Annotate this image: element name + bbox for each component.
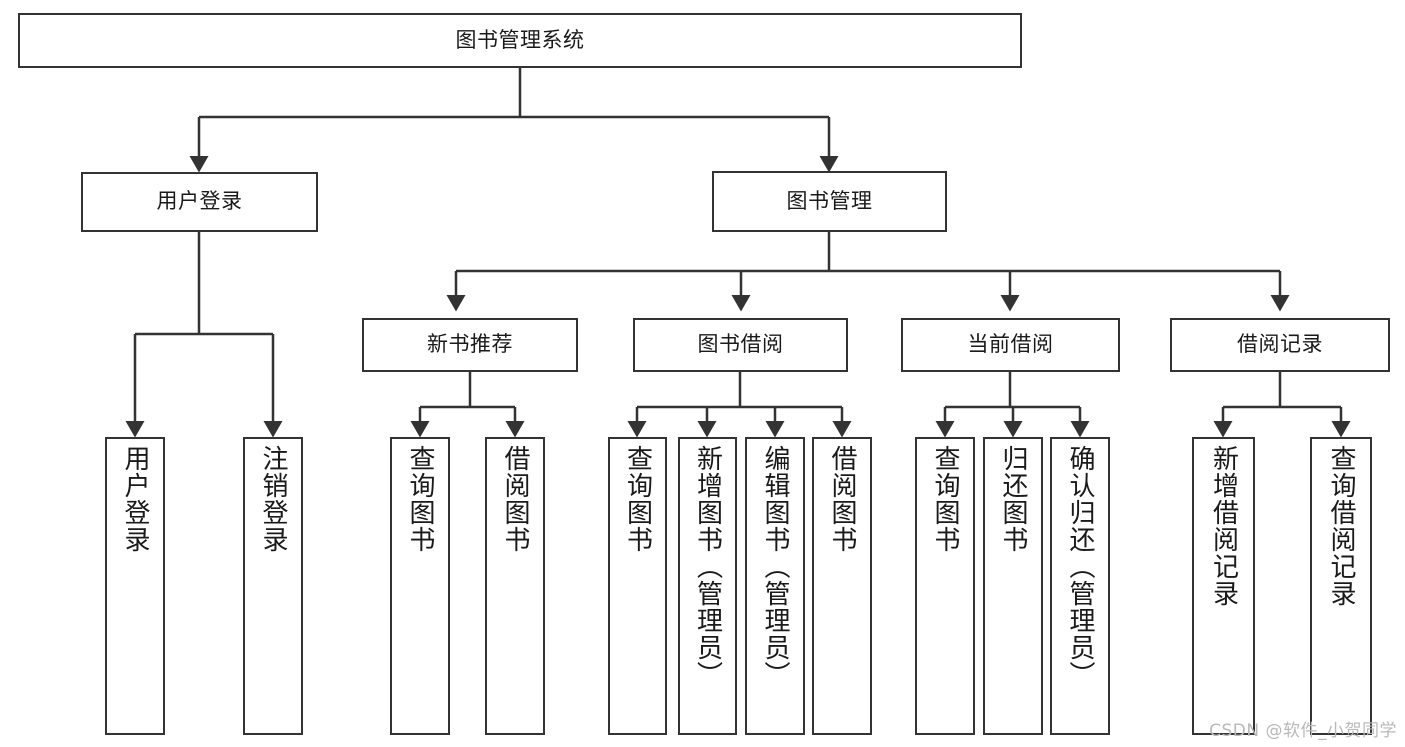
leaf-logout-label: 注销登录 <box>258 445 288 553</box>
edge-group-current-borrow <box>935 372 1090 438</box>
node-book-manage-label: 图书管理 <box>786 188 873 213</box>
leaf-new-book-query-label: 查询图书 <box>405 445 435 553</box>
leaf-logout[interactable]: 注销登录 <box>243 437 303 735</box>
node-book-manage[interactable]: 图书管理 <box>712 171 947 232</box>
leaf-query-borrow-record-label: 查询借阅记录 <box>1326 445 1356 607</box>
leaf-return-book[interactable]: 归还图书 <box>983 437 1043 735</box>
node-root[interactable]: 图书管理系统 <box>18 13 1022 68</box>
edge-group-borrow-record <box>1213 372 1351 438</box>
edge-group-root <box>189 68 839 173</box>
node-root-label: 图书管理系统 <box>455 27 585 52</box>
edge-group-book-manage <box>446 232 1290 312</box>
leaf-new-book-query[interactable]: 查询图书 <box>390 437 450 735</box>
leaf-add-book-admin-label: 新增图书（管理员） <box>692 445 723 688</box>
leaf-borrow-book[interactable]: 借阅图书 <box>812 437 872 735</box>
leaf-edit-book-admin[interactable]: 编辑图书（管理员） <box>745 437 805 735</box>
leaf-borrow-book-label: 借阅图书 <box>827 445 857 553</box>
leaf-borrow-query-book[interactable]: 查询图书 <box>608 437 667 735</box>
edge-group-book-borrow <box>627 372 852 438</box>
leaf-user-login-label: 用户登录 <box>120 445 150 553</box>
leaf-user-login[interactable]: 用户登录 <box>105 437 165 735</box>
leaf-add-borrow-record[interactable]: 新增借阅记录 <box>1192 437 1255 735</box>
node-book-borrow[interactable]: 图书借阅 <box>633 318 848 372</box>
edge-group-user-login <box>125 232 283 438</box>
leaf-current-query-book-label: 查询图书 <box>930 445 960 553</box>
leaf-new-book-borrow[interactable]: 借阅图书 <box>485 437 545 735</box>
leaf-query-borrow-record[interactable]: 查询借阅记录 <box>1310 437 1372 735</box>
leaf-return-book-label: 归还图书 <box>998 445 1028 553</box>
leaf-add-book-admin[interactable]: 新增图书（管理员） <box>678 437 737 735</box>
edge-group-new-book <box>410 372 525 438</box>
leaf-current-query-book[interactable]: 查询图书 <box>915 437 975 735</box>
node-current-borrow-label: 当前借阅 <box>967 332 1054 357</box>
leaf-confirm-return-admin-label: 确认归还（管理员） <box>1065 445 1095 688</box>
leaf-borrow-query-book-label: 查询图书 <box>622 445 653 553</box>
node-user-login-label: 用户登录 <box>156 189 243 214</box>
node-new-book-recommend[interactable]: 新书推荐 <box>362 318 578 372</box>
node-borrow-record[interactable]: 借阅记录 <box>1170 318 1390 372</box>
leaf-new-book-borrow-label: 借阅图书 <box>500 445 530 553</box>
leaf-confirm-return-admin[interactable]: 确认归还（管理员） <box>1050 437 1110 735</box>
node-current-borrow[interactable]: 当前借阅 <box>901 318 1120 372</box>
node-new-book-recommend-label: 新书推荐 <box>427 332 513 357</box>
node-book-borrow-label: 图书借阅 <box>697 332 784 357</box>
node-user-login[interactable]: 用户登录 <box>81 172 318 232</box>
watermark-text: CSDN @软件_小贺同学 <box>1209 721 1397 741</box>
leaf-edit-book-admin-label: 编辑图书（管理员） <box>760 445 790 688</box>
leaf-add-borrow-record-label: 新增借阅记录 <box>1208 445 1239 607</box>
node-borrow-record-label: 借阅记录 <box>1237 332 1323 357</box>
